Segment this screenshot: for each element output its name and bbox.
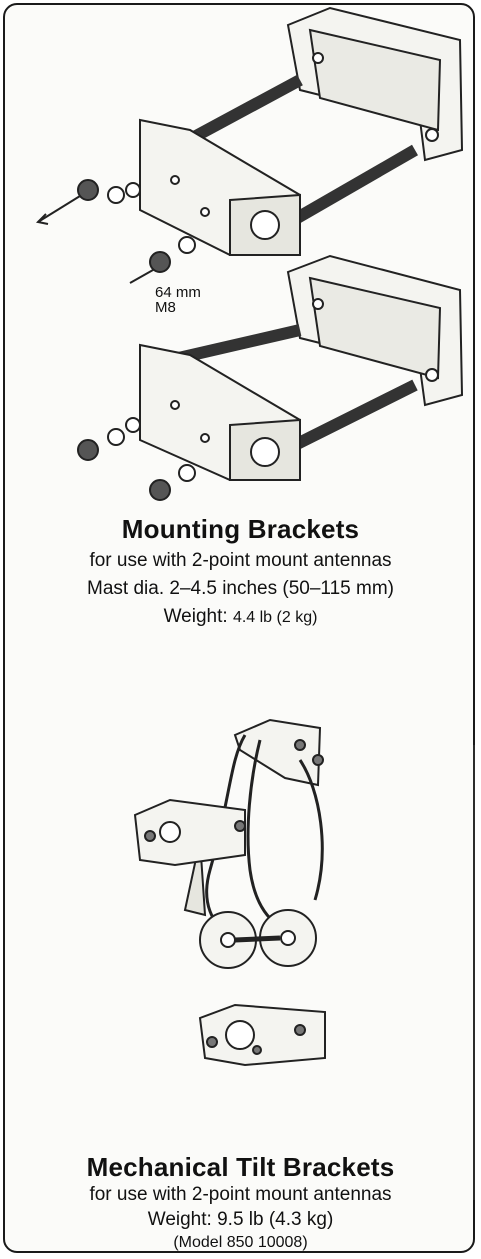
tilt-model: (Model 850 10008) — [173, 1234, 308, 1251]
callout-size: 64 mm — [155, 284, 201, 301]
callout-thread: M8 — [155, 299, 176, 316]
tilt-usage: for use with 2-point mount antennas — [89, 1184, 392, 1205]
mounting-weight: Weight: 4.4 lb (2 kg) — [0, 606, 481, 628]
mounting-weight-label: Weight: — [163, 606, 228, 627]
tilt-title: Mechanical Tilt Brackets — [86, 1152, 395, 1182]
mounting-weight-value: 4.4 lb (2 kg) — [232, 609, 318, 626]
tilt-weight: Weight: 9.5 lb (4.3 kg) — [0, 1209, 481, 1231]
tilt-weight-value: 9.5 lb (4.3 kg) — [217, 1209, 334, 1230]
mounting-title: Mounting Brackets — [121, 514, 360, 544]
mounting-bracket-illustration — [35, 6, 464, 501]
mounting-mast-diameter: Mast dia. 2–4.5 inches (50–115 mm) — [87, 578, 394, 599]
tilt-weight-label: Weight: — [147, 1209, 212, 1230]
mounting-usage: for use with 2-point mount antennas — [89, 550, 392, 571]
